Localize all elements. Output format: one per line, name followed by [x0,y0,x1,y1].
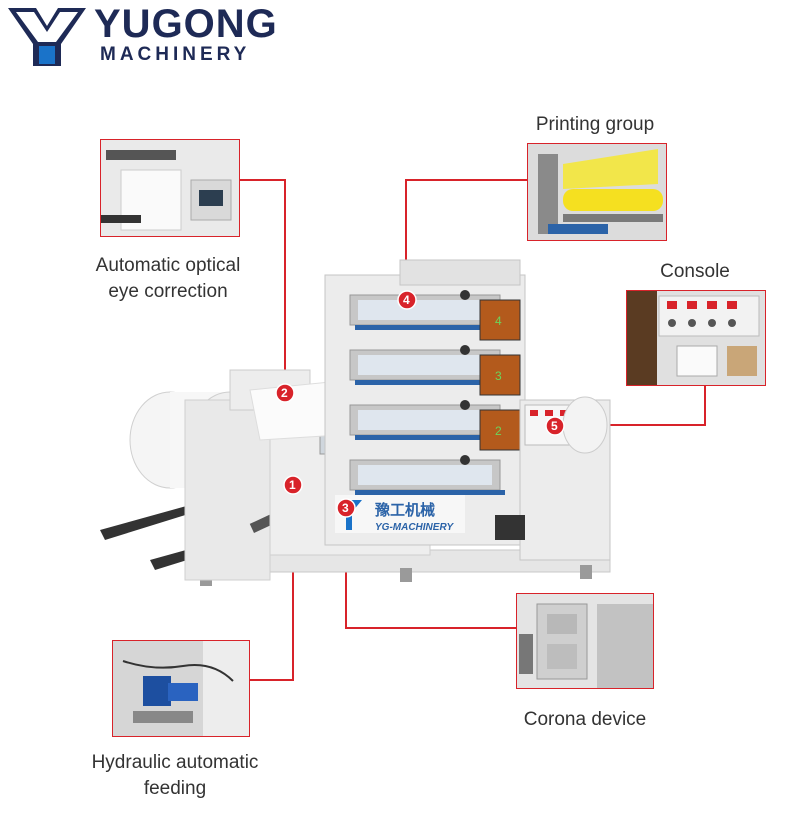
svg-text:3: 3 [342,501,349,515]
brand-name: YUGONG [94,2,278,46]
callout-badge-3: 3 [336,498,356,518]
callout-line-2 [240,179,286,393]
brand-subtitle: MACHINERY [100,44,251,65]
svg-text:2: 2 [281,386,288,400]
callout-badge-5: 5 [545,416,565,436]
print-unit-label: 4 [495,314,502,328]
machine-nameplate: 豫工机械 YG-MACHINERY [335,495,465,533]
label-hydraulic-feeding: Hydraulic automatic feeding [91,752,259,799]
thumb-hydraulic-feeding [112,640,250,737]
callout-badge-1: 1 [283,475,303,495]
svg-text:1: 1 [289,478,296,492]
yugong-logo-mark [8,8,86,66]
thumb-console [626,290,766,386]
thumb-printing-group [527,143,667,241]
brand-logo: YUGONG MACHINERY [0,0,277,72]
label-optical-eye: Automatic optical eye correction [95,255,241,302]
callout-badge-4: 4 [397,290,417,310]
thumb-corona-device [516,593,654,689]
svg-text:4: 4 [403,293,410,307]
label-corona-device: Corona device [523,709,647,730]
svg-text:5: 5 [551,419,558,433]
flexo-printing-machine: 4 3 2 豫工机械 YG-MACHINERY 1 2 3 4 5 [100,259,611,586]
callout-badge-2: 2 [275,383,295,403]
callout-line-4 [405,179,527,298]
nameplate-chinese: 豫工机械 [375,501,435,519]
thumb-optical-eye [100,139,240,237]
print-unit-label: 3 [495,369,502,383]
label-printing-group: Printing group [535,114,655,135]
print-unit-label: 2 [495,424,502,438]
label-console: Console [660,261,730,282]
nameplate-english: YG-MACHINERY [375,522,454,533]
